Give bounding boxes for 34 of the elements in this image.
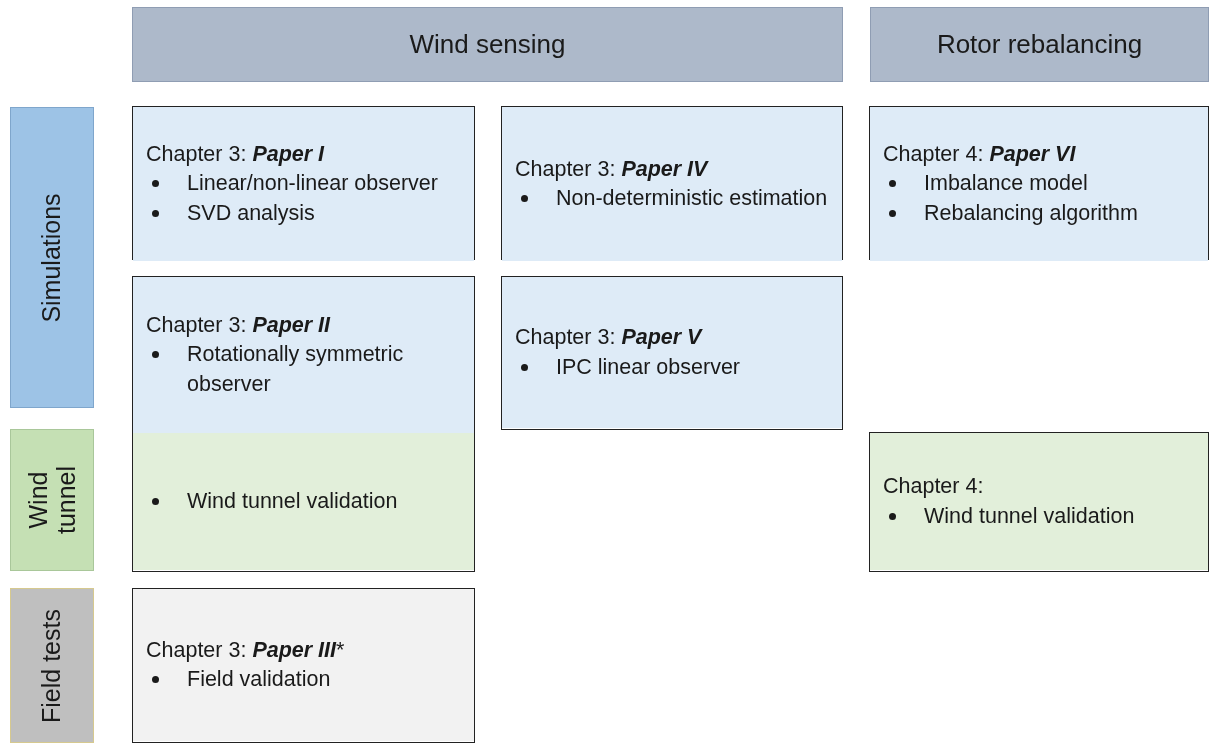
row-label: [10, 429, 94, 571]
bullet-text: Imbalance model: [924, 171, 1088, 196]
row-label-text: Field tests: [38, 608, 66, 723]
chapter-card: [132, 106, 475, 260]
chapter-card: [132, 588, 475, 743]
header-text: Wind sensing: [409, 29, 566, 60]
chapter-heading: Chapter 3: Paper III*: [146, 637, 346, 664]
header-text: Rotor rebalancing: [936, 29, 1143, 60]
chapter-heading: Chapter 3: Paper V: [515, 324, 704, 352]
bullet-text: IPC linear observer: [556, 354, 741, 379]
column-header: [870, 7, 1209, 82]
chapter-heading: Chapter 3: Paper IV: [515, 156, 710, 183]
bullet-text: Wind tunnel validation: [924, 503, 1135, 528]
chapter-heading: Chapter 3: Paper II: [146, 312, 332, 340]
bullet-text: Non-deterministic estimation: [556, 186, 828, 210]
chapter-heading: Chapter 4: Paper VI: [883, 141, 1077, 169]
bullet-text: Wind tunnel validation: [187, 489, 398, 513]
bullet-text: Rebalancing algorithm: [924, 200, 1138, 225]
bullet-text: Linear/non-linear observer: [187, 171, 438, 196]
row-label-text: Simulations: [38, 192, 66, 323]
row-label: [10, 107, 94, 408]
column-header: [132, 7, 843, 82]
row-label: [10, 588, 94, 743]
chapter-card: [501, 276, 843, 430]
chapter-card: [501, 106, 843, 260]
chapter-card: [869, 432, 1209, 572]
chapter-heading: Chapter 3: Paper I: [146, 141, 326, 169]
chapter-card: [869, 106, 1209, 260]
chapter-card: [132, 276, 475, 572]
row-label-text: Wind tunnel: [24, 464, 80, 537]
bullet-text: Rotationally symmetric observer: [187, 342, 404, 396]
chapter-heading: Chapter 4:: [883, 473, 985, 501]
bullet-text: SVD analysis: [187, 200, 315, 225]
bullet-text: Field validation: [187, 667, 331, 691]
